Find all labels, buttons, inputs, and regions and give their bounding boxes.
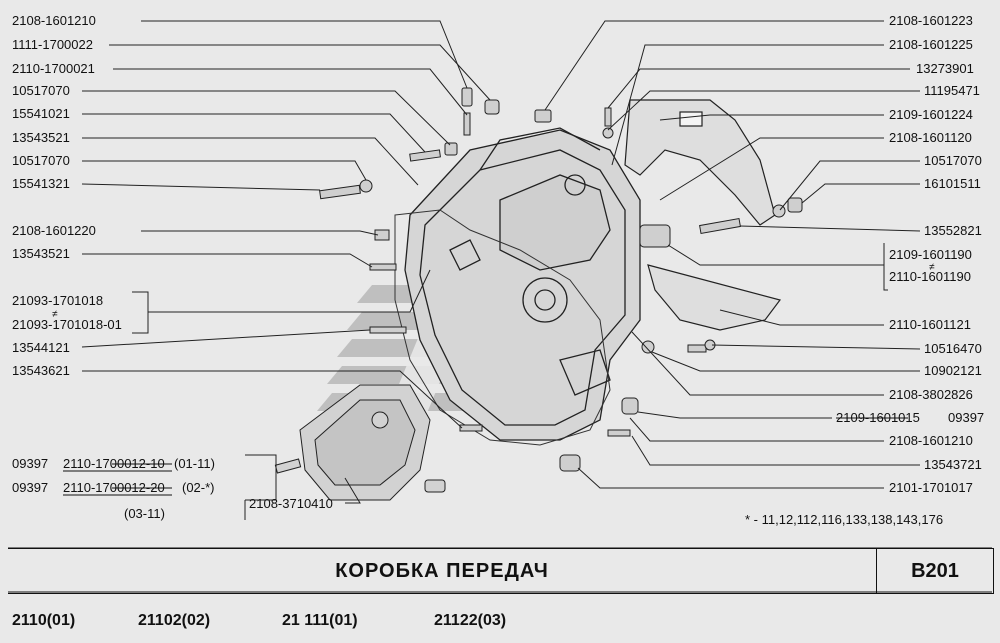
- variant-note: (03-11): [124, 506, 165, 521]
- part-label: 2108-1601223: [889, 13, 973, 28]
- leaders-left: [81, 20, 491, 429]
- part-label: 11195471: [924, 83, 980, 98]
- variant-prefix: 09397: [12, 456, 48, 471]
- part-label: 2108-1601210: [12, 13, 96, 28]
- part-label: 13543721: [924, 457, 982, 472]
- part-label: 10517070: [924, 153, 982, 168]
- alt-symbol: ≠: [52, 309, 58, 320]
- model-list: 2110(01) 21102(02) 21 111(01) 21122(03): [0, 612, 1000, 640]
- part-label: 10517070: [12, 153, 70, 168]
- part-label: 15541021: [12, 106, 70, 121]
- speedo-part-label: 2108-3710410: [249, 496, 333, 511]
- part-label: 13543521: [12, 130, 70, 145]
- part-label: 2108-1601220: [12, 223, 96, 238]
- part-label: 21093-1701018: [12, 293, 103, 308]
- leaders-right: [244, 20, 921, 520]
- model-item: 21122(03): [434, 612, 507, 629]
- variant-prefix: 09397: [12, 480, 48, 495]
- part-label: 2110-1601121: [889, 317, 971, 332]
- footnote: * - 11,12,112,116,133,138,143,176: [745, 512, 943, 527]
- model-item: 21102(02): [138, 612, 211, 629]
- part-label: 2108-3802826: [889, 387, 973, 402]
- part-label: 10516470: [924, 341, 982, 356]
- part-label: 2110-1601190: [889, 269, 971, 284]
- gearbox-housing: [404, 127, 641, 441]
- variant-suffix: (01-11): [174, 456, 215, 471]
- part-label: 21093-1701018-01: [12, 317, 122, 332]
- part-label: 2101-1701017: [889, 480, 973, 495]
- gasket: [394, 209, 611, 446]
- part-label: 2108-1601120: [889, 130, 972, 145]
- alt-symbol: ≠: [929, 262, 935, 273]
- clutch-cover: [624, 99, 782, 331]
- part-label: 1111-1700022: [12, 37, 93, 52]
- part-label: 2109-1601224: [889, 107, 973, 122]
- part-label: 13552821: [924, 223, 982, 238]
- part-label: 13543521: [12, 246, 70, 261]
- part-label: 13543621: [12, 363, 70, 378]
- part-label: 10902121: [924, 363, 982, 378]
- part-label: 09397: [948, 410, 984, 425]
- part-label: 10517070: [12, 83, 70, 98]
- fasteners: [319, 87, 803, 472]
- part-label: 2108-1601210: [889, 433, 973, 448]
- part-label: 13273901: [916, 61, 974, 76]
- variant-suffix: (02-*): [182, 480, 215, 495]
- gearbox-assembly-small: [274, 384, 446, 501]
- variant-labels: 09397 2110-1700012-10 (01-11) 09397 2110…: [12, 456, 943, 527]
- left-labels: 2108-1601210 1111-1700022 2110-1700021 1…: [12, 13, 122, 378]
- model-item: 2110(01): [12, 612, 76, 629]
- part-label: 2110-1700021: [12, 61, 95, 76]
- part-label: 2109-1601190: [889, 247, 972, 262]
- model-item: 21 111(01): [282, 612, 358, 629]
- part-label: 2108-1601225: [889, 37, 973, 52]
- part-label: 15541321: [12, 176, 70, 191]
- part-label: 13544121: [12, 340, 70, 355]
- page-code: B201: [876, 548, 994, 594]
- page-title: КОРОБКА ПЕРЕДАЧ: [8, 548, 877, 594]
- part-label: 16101511: [924, 176, 981, 191]
- right-labels: 2108-1601223 2108-1601225 13273901 11195…: [836, 13, 984, 495]
